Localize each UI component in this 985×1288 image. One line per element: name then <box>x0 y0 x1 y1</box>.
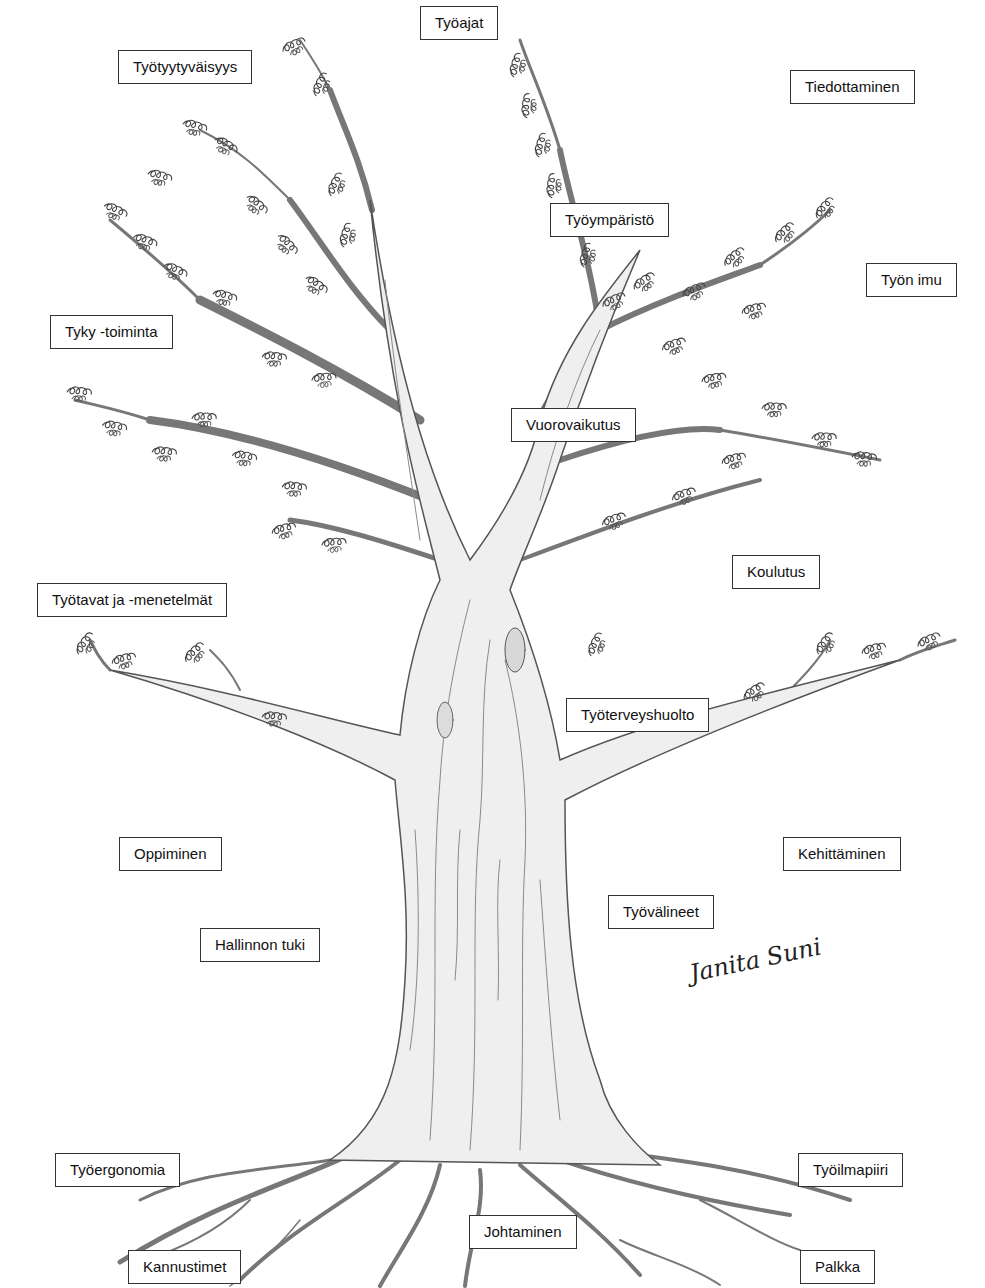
label-box: Vuorovaikutus <box>511 408 636 442</box>
label-box: Työn imu <box>866 263 957 297</box>
label-box: Kehittäminen <box>783 837 901 871</box>
label-box: Työympäristö <box>550 203 669 237</box>
box-text: Työergonomia <box>70 1161 165 1178</box>
label-box: Kannustimet <box>128 1250 241 1284</box>
box-text: Työvälineet <box>623 903 699 920</box>
label-box: Tiedottaminen <box>790 70 915 104</box>
label-box: Koulutus <box>732 555 820 589</box>
box-text: Kehittäminen <box>798 845 886 862</box>
label-box: Palkka <box>800 1250 875 1284</box>
box-text: Työterveyshuolto <box>581 706 694 723</box>
box-text: Koulutus <box>747 563 805 580</box>
box-text: Johtaminen <box>484 1223 562 1240</box>
box-text: Oppiminen <box>134 845 207 862</box>
box-text: Työtavat ja -menetelmät <box>52 591 212 608</box>
label-box: Työtyytyväisyys <box>118 50 252 84</box>
label-box: Työterveyshuolto <box>566 698 709 732</box>
label-box: Johtaminen <box>469 1215 577 1249</box>
box-text: Työtyytyväisyys <box>133 58 237 75</box>
label-box: Työergonomia <box>55 1153 180 1187</box>
box-text: Työajat <box>435 14 483 31</box>
box-text: Palkka <box>815 1258 860 1275</box>
box-text: Hallinnon tuki <box>215 936 305 953</box>
label-box: Työtavat ja -menetelmät <box>37 583 227 617</box>
box-text: Työilmapiiri <box>813 1161 888 1178</box>
signature: Janita Suni <box>687 933 824 988</box>
box-text: Vuorovaikutus <box>526 416 621 433</box>
label-box: Työajat <box>420 6 498 40</box>
label-box: Työvälineet <box>608 895 714 929</box>
label-box: Tyky -toiminta <box>50 315 173 349</box>
label-box: Työilmapiiri <box>798 1153 903 1187</box>
box-text: Työn imu <box>881 271 942 288</box>
box-text: Työympäristö <box>565 211 654 228</box>
box-text: Tiedottaminen <box>805 78 900 95</box>
label-box: Oppiminen <box>119 837 222 871</box>
box-text: Tyky -toiminta <box>65 323 158 340</box>
label-box: Hallinnon tuki <box>200 928 320 962</box>
box-text: Kannustimet <box>143 1258 226 1275</box>
